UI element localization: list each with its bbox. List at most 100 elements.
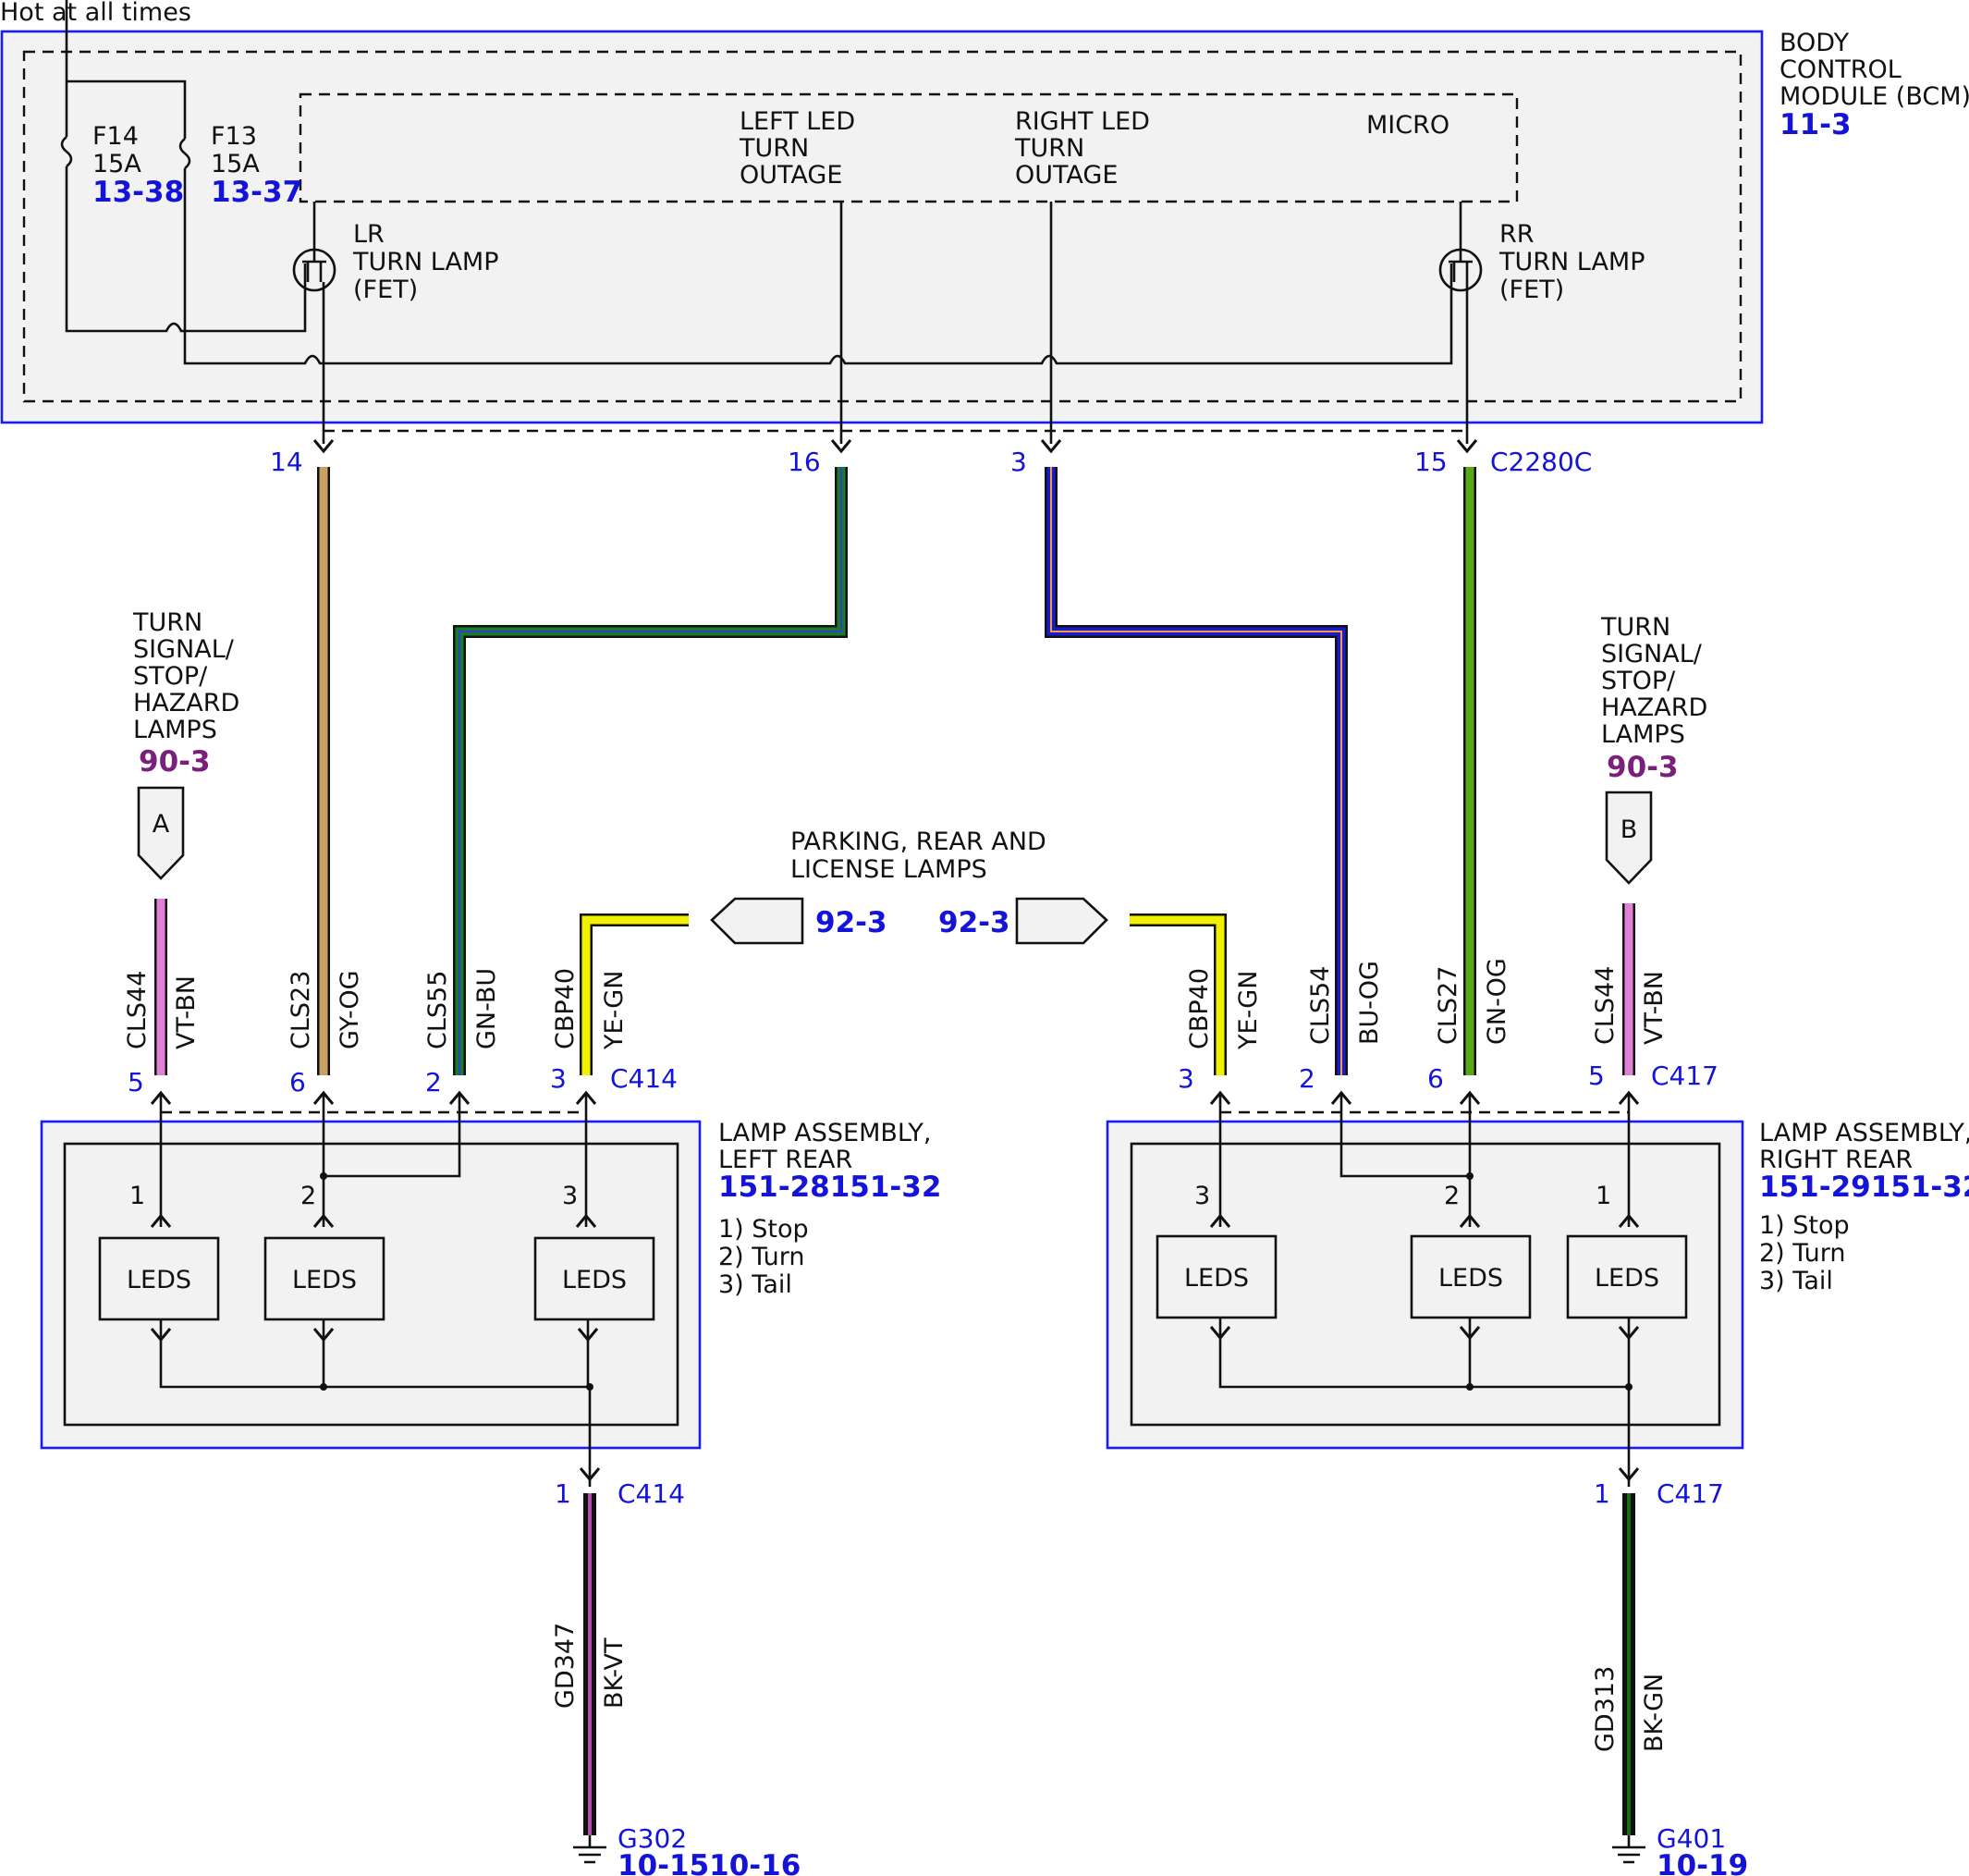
svg-text:LEDS: LEDS bbox=[1184, 1264, 1249, 1293]
svg-text:RR: RR bbox=[1499, 220, 1535, 249]
svg-text:STOP/: STOP/ bbox=[133, 662, 208, 691]
svg-text:LEFT LED: LEFT LED bbox=[740, 107, 855, 136]
micro-label: MICRO bbox=[1366, 111, 1449, 140]
svg-text:SIGNAL/: SIGNAL/ bbox=[133, 635, 235, 664]
right-internal-num-3: 3 bbox=[1194, 1182, 1210, 1210]
svg-text:TURN LAMP: TURN LAMP bbox=[1498, 248, 1645, 276]
left-return-splice-1 bbox=[320, 1383, 327, 1391]
wire-label-gd313: GD313 BK-GN bbox=[1591, 1666, 1669, 1752]
connector-tag-b[interactable]: B bbox=[1605, 791, 1653, 885]
svg-text:2) Turn: 2) Turn bbox=[1759, 1239, 1846, 1268]
svg-text:CONTROL: CONTROL bbox=[1779, 55, 1902, 84]
svg-text:CLS23: CLS23 bbox=[287, 971, 315, 1049]
wire-label-gd347: GD347 BK-VT bbox=[551, 1623, 629, 1709]
right-lamp-return-lines bbox=[1218, 1318, 1631, 1487]
right-lamp-connector: 3 2 6 5 C417 bbox=[1178, 1061, 1718, 1114]
lr-turn-lamp-fet-icon bbox=[292, 202, 336, 292]
svg-text:1) Stop: 1) Stop bbox=[1759, 1211, 1850, 1240]
svg-text:TURN: TURN bbox=[1014, 134, 1084, 163]
bcm-micro-dashed bbox=[299, 92, 1519, 203]
right-turn-signal-ref-link[interactable]: 90-3 bbox=[1607, 751, 1679, 784]
svg-text:CBP40: CBP40 bbox=[1185, 968, 1214, 1049]
svg-text:LEDS: LEDS bbox=[1438, 1264, 1503, 1293]
ground-g401-icon bbox=[1612, 1835, 1645, 1864]
svg-text:BODY: BODY bbox=[1779, 29, 1850, 57]
left-lamp-ref-link[interactable]: 151-28151-32 bbox=[718, 1171, 941, 1204]
bcm-ref-link[interactable]: 11-3 bbox=[1779, 108, 1852, 141]
svg-text:C414: C414 bbox=[610, 1063, 678, 1094]
left-led-tail: LEDS bbox=[533, 1236, 655, 1321]
svg-text:MODULE (BCM): MODULE (BCM) bbox=[1779, 82, 1969, 111]
left-turn-signal-ref: TURN SIGNAL/ STOP/ HAZARD LAMPS 90-3 bbox=[132, 608, 239, 779]
svg-text:LEFT REAR: LEFT REAR bbox=[718, 1146, 852, 1174]
left-ground-pin-arrow bbox=[579, 1467, 601, 1482]
ground-g401-refs[interactable]: 10-19 bbox=[1657, 1849, 1748, 1876]
fuse-f13-ref-link[interactable]: 13-37 bbox=[211, 176, 302, 209]
svg-text:LAMP ASSEMBLY,: LAMP ASSEMBLY, bbox=[1759, 1119, 1969, 1147]
ground-g302-refs[interactable]: 10-1510-16 bbox=[618, 1849, 801, 1876]
left-ground-pin: 1 bbox=[555, 1478, 571, 1509]
right-lamp-ref-link[interactable]: 151-29151-32 bbox=[1759, 1171, 1969, 1204]
svg-text:5: 5 bbox=[1588, 1061, 1605, 1091]
svg-text:GN-BU: GN-BU bbox=[472, 968, 501, 1049]
left-ground-connector: C414 bbox=[618, 1478, 685, 1509]
svg-text:3) Tail: 3) Tail bbox=[1759, 1267, 1833, 1295]
fuse-f13: F13 15A 13-37 bbox=[211, 122, 302, 209]
svg-text:LEDS: LEDS bbox=[292, 1266, 357, 1294]
connector-tag-a[interactable]: A bbox=[137, 786, 185, 880]
svg-text:PARKING, REAR AND: PARKING, REAR AND bbox=[790, 828, 1046, 856]
ground-g302-label: G302 bbox=[618, 1823, 687, 1854]
left-internal-num-1: 1 bbox=[129, 1182, 145, 1210]
right-led-input-arrows bbox=[1209, 1213, 1640, 1228]
c2280c-pin-15: 15 bbox=[1414, 447, 1448, 477]
hot-at-all-times-label: Hot at all times bbox=[0, 0, 191, 27]
left-lamp-feed-lines bbox=[159, 1093, 588, 1227]
wire-cls54-stripe bbox=[1050, 467, 1342, 1075]
svg-text:LR: LR bbox=[353, 220, 385, 249]
right-return-splice-1 bbox=[1466, 1383, 1474, 1391]
left-turn-signal-ref-link[interactable]: 90-3 bbox=[139, 745, 211, 779]
wire-label-cbp40-left: CBP40 YE-GN bbox=[551, 968, 629, 1050]
svg-text:VT-BN: VT-BN bbox=[172, 975, 201, 1049]
svg-text:CLS55: CLS55 bbox=[423, 971, 452, 1049]
svg-text:SIGNAL/: SIGNAL/ bbox=[1601, 640, 1703, 668]
left-lamp-connector: 5 6 2 3 C414 bbox=[128, 1063, 678, 1114]
fuse-f14-ref-link[interactable]: 13-38 bbox=[92, 176, 184, 209]
bcm-inner-dashed bbox=[22, 50, 1743, 403]
svg-text:CLS27: CLS27 bbox=[1434, 966, 1462, 1045]
left-led-stop: LEDS bbox=[98, 1236, 220, 1321]
ground-g302-icon bbox=[573, 1835, 606, 1864]
svg-text:GN-OG: GN-OG bbox=[1483, 958, 1511, 1045]
c2280c-connector-label: C2280C bbox=[1490, 447, 1592, 477]
svg-text:B: B bbox=[1620, 815, 1638, 844]
svg-text:RIGHT REAR: RIGHT REAR bbox=[1759, 1146, 1913, 1174]
wire-label-cls54: CLS54 BU-OG bbox=[1306, 961, 1384, 1045]
svg-text:YE-GN: YE-GN bbox=[600, 971, 629, 1050]
svg-text:2) Turn: 2) Turn bbox=[718, 1243, 805, 1271]
right-ground-pin-arrow bbox=[1618, 1467, 1640, 1482]
left-lamp-return-lines bbox=[159, 1319, 592, 1487]
svg-text:OUTAGE: OUTAGE bbox=[740, 161, 842, 190]
svg-text:TURN: TURN bbox=[132, 608, 202, 637]
svg-text:3) Tail: 3) Tail bbox=[718, 1270, 792, 1299]
svg-text:LEDS: LEDS bbox=[562, 1266, 627, 1294]
svg-text:6: 6 bbox=[289, 1067, 306, 1097]
svg-text:YE-GN: YE-GN bbox=[1234, 971, 1263, 1050]
left-led-outage-label: LEFT LED TURN OUTAGE bbox=[739, 107, 855, 190]
svg-text:LICENSE LAMPS: LICENSE LAMPS bbox=[790, 855, 987, 884]
right-lamp-feed-lines bbox=[1218, 1093, 1631, 1227]
svg-text:TURN LAMP: TURN LAMP bbox=[352, 248, 499, 276]
wire-cls55 bbox=[455, 467, 846, 1075]
svg-text:LEDS: LEDS bbox=[127, 1266, 191, 1294]
rr-turn-lamp-fet-icon bbox=[1438, 202, 1483, 292]
svg-text:15A: 15A bbox=[92, 150, 141, 178]
svg-text:BK-VT: BK-VT bbox=[600, 1637, 629, 1709]
svg-text:6: 6 bbox=[1427, 1063, 1444, 1094]
parking-lamps-label: PARKING, REAR AND LICENSE LAMPS bbox=[790, 828, 1046, 884]
svg-text:LAMP ASSEMBLY,: LAMP ASSEMBLY, bbox=[718, 1119, 931, 1147]
svg-text:STOP/: STOP/ bbox=[1601, 667, 1676, 695]
parking-ref-left-tag[interactable]: 92-3 bbox=[710, 897, 887, 945]
parking-ref-right-tag[interactable]: 92-3 bbox=[938, 897, 1108, 945]
c2280c-pin-3: 3 bbox=[1010, 447, 1027, 477]
svg-text:(FET): (FET) bbox=[1499, 276, 1564, 304]
